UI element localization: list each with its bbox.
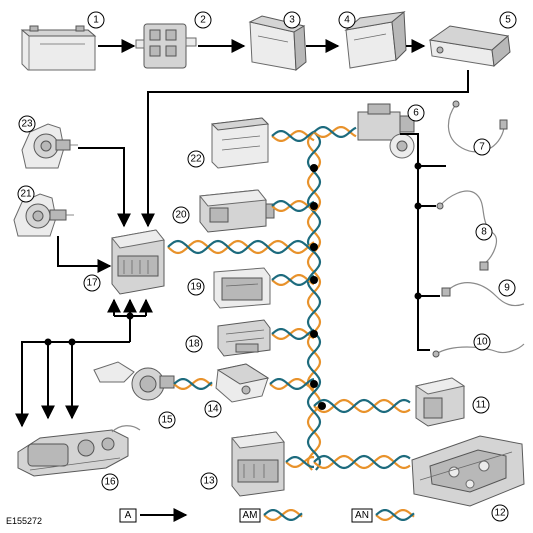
callout-11: 11 — [472, 396, 490, 414]
bus-branch-14 — [269, 378, 315, 390]
legend-am: AM — [239, 508, 303, 523]
svg-text:23: 23 — [21, 119, 33, 130]
bus-branch-15 — [173, 378, 213, 390]
bus-branch-19 — [271, 274, 315, 286]
svg-text:14: 14 — [207, 404, 219, 415]
callout-10: 10 — [473, 333, 491, 351]
callout-14: 14 — [204, 400, 222, 418]
svg-text:21: 21 — [20, 189, 32, 200]
callout-12: 12 — [491, 504, 509, 522]
svg-text:17: 17 — [86, 278, 98, 289]
component-22-module — [210, 117, 270, 169]
component-13-control-module — [231, 431, 285, 497]
component-4-module — [344, 10, 407, 69]
connection-a-lines — [15, 39, 469, 428]
bus-branch-11 — [313, 398, 411, 414]
legend-an-pair-lines — [375, 509, 415, 521]
callout-22: 22 — [187, 150, 205, 168]
callout-13: 13 — [200, 472, 218, 490]
svg-text:13: 13 — [203, 476, 215, 487]
callout-4: 4 — [338, 11, 356, 29]
svg-text:6: 6 — [413, 108, 419, 119]
component-12-valve-body — [411, 435, 525, 507]
callout-21: 21 — [17, 185, 35, 203]
svg-text:18: 18 — [188, 339, 200, 350]
legend-a: A — [119, 508, 188, 523]
component-15-switch-assembly — [93, 361, 175, 401]
callout-8: 8 — [475, 223, 493, 241]
callout-7: 7 — [473, 138, 491, 156]
component-20-module — [199, 189, 275, 233]
bus-branch-6 — [313, 126, 357, 138]
svg-text:11: 11 — [476, 400, 487, 411]
component-9-wheel-speed-sensor — [441, 282, 525, 307]
callout-17: 17 — [83, 274, 101, 292]
component-10-wheel-speed-sensor — [432, 343, 525, 358]
bus-branch-18 — [271, 328, 315, 340]
svg-text:5: 5 — [505, 15, 511, 26]
bus-trunk — [306, 131, 322, 471]
bus-junction-dot — [310, 164, 318, 172]
svg-text:3: 3 — [289, 15, 295, 26]
component-23-sensor — [21, 123, 78, 169]
component-14-module — [215, 363, 270, 403]
bus-junction-dot — [318, 402, 326, 410]
component-18-module — [217, 319, 271, 357]
svg-text:12: 12 — [494, 508, 506, 519]
legend-am-pair-lines — [263, 509, 303, 521]
bus-junction-dot — [310, 202, 318, 210]
svg-text:15: 15 — [161, 415, 173, 426]
svg-text:1: 1 — [93, 15, 99, 26]
figure-reference-code: E155272 — [6, 516, 42, 526]
svg-text:AM: AM — [243, 510, 258, 521]
component-21-sensor — [13, 193, 74, 237]
component-11-control-module — [414, 377, 466, 427]
component-8-wheel-speed-sensor — [436, 190, 497, 271]
callout-20: 20 — [172, 206, 190, 224]
svg-text:19: 19 — [190, 282, 202, 293]
callout-18: 18 — [185, 335, 203, 353]
component-6-hydraulic-unit — [357, 103, 415, 159]
callout-16: 16 — [101, 473, 119, 491]
svg-text:2: 2 — [200, 15, 206, 26]
callout-19: 19 — [187, 278, 205, 296]
bus-branch-20 — [271, 200, 315, 212]
svg-text:A: A — [125, 510, 132, 521]
callout-9: 9 — [498, 279, 516, 297]
can-bus-network — [167, 126, 411, 471]
callout-2: 2 — [194, 11, 212, 29]
component-16-actuator — [17, 425, 141, 477]
component-2-junction-box — [135, 23, 197, 69]
component-7-wheel-speed-sensor — [447, 100, 508, 153]
bus-branch-22 — [271, 130, 315, 142]
bus-junction-dot — [310, 330, 318, 338]
component-5-module — [428, 25, 511, 67]
bus-junction-dot — [310, 276, 318, 284]
bus-branch-17 — [167, 239, 315, 255]
callout-6: 6 — [407, 104, 425, 122]
svg-text:AN: AN — [355, 510, 369, 521]
svg-text:22: 22 — [190, 154, 202, 165]
svg-text:7: 7 — [479, 142, 485, 153]
svg-text:4: 4 — [344, 15, 350, 26]
callout-3: 3 — [283, 11, 301, 29]
svg-text:16: 16 — [104, 477, 116, 488]
svg-text:8: 8 — [481, 227, 487, 238]
bus-branch-12 — [313, 454, 411, 470]
bus-junction-dot — [310, 243, 318, 251]
component-1-battery — [20, 25, 97, 71]
svg-text:20: 20 — [175, 210, 187, 221]
svg-text:10: 10 — [476, 337, 488, 348]
callout-15: 15 — [158, 411, 176, 429]
bus-branch-13 — [285, 456, 314, 468]
component-19-module — [213, 267, 271, 309]
legend-an: AN — [351, 508, 415, 523]
callout-23: 23 — [18, 115, 36, 133]
callout-5: 5 — [499, 11, 517, 29]
svg-text:9: 9 — [504, 283, 510, 294]
bus-junction-dot — [310, 380, 318, 388]
component-17-control-module — [111, 229, 165, 295]
callout-1: 1 — [87, 11, 105, 29]
